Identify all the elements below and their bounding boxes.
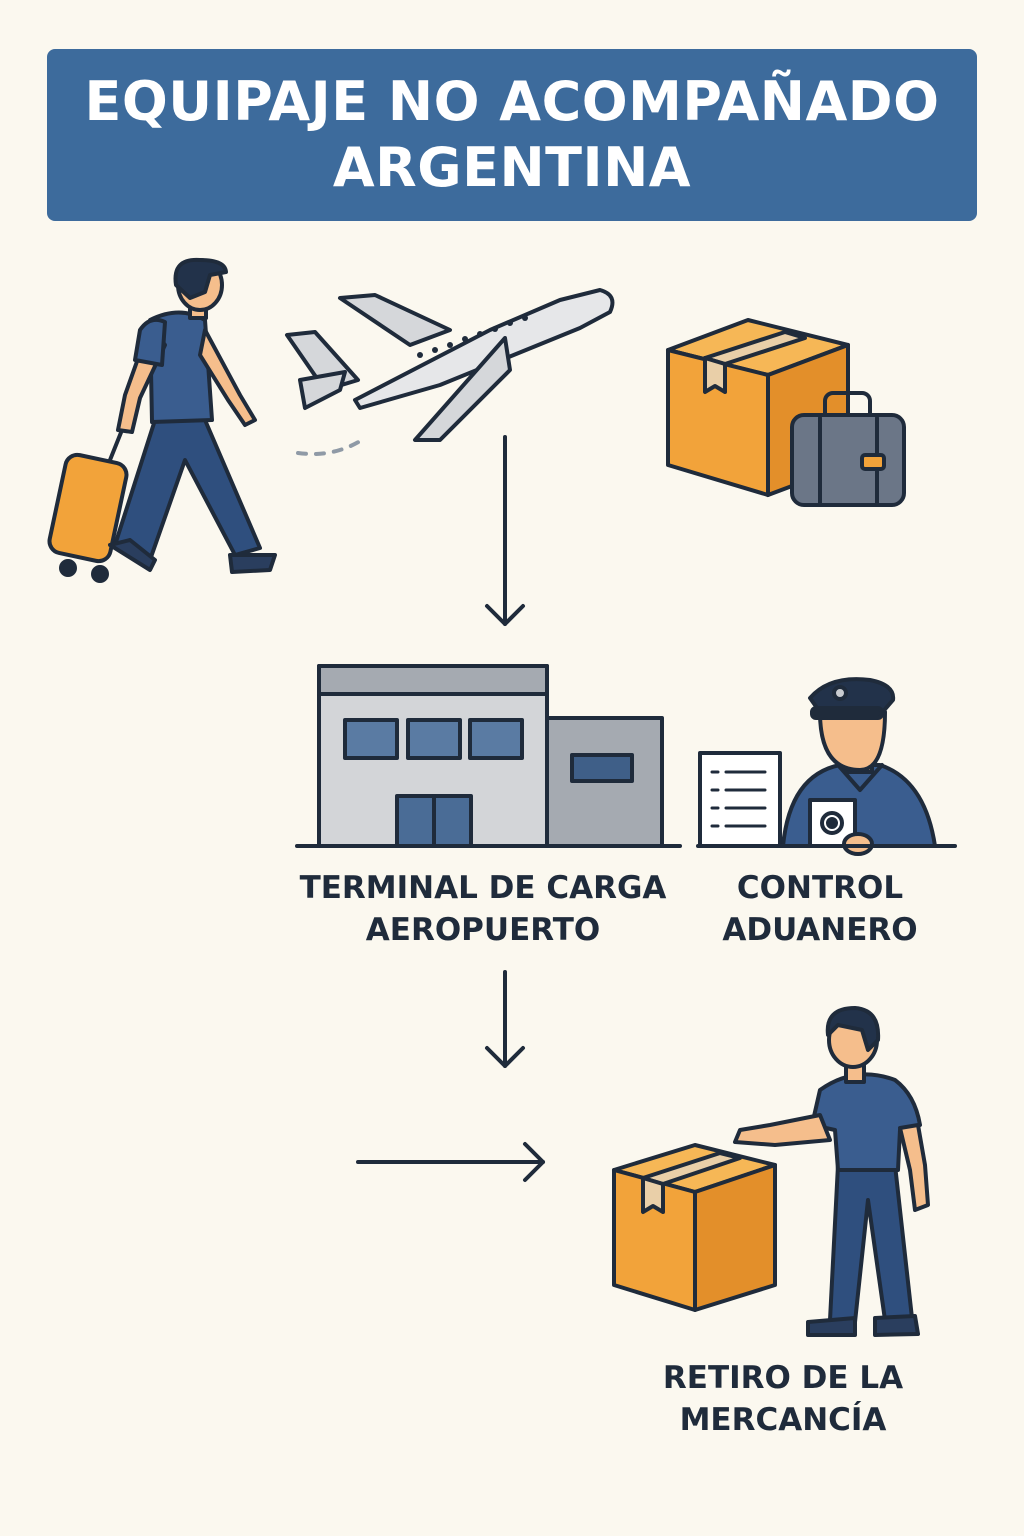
step-label-customs: CONTROL ADUANERO	[690, 867, 950, 951]
package-box-icon	[612, 1143, 777, 1312]
title-line-1: EQUIPAJE NO ACOMPAÑADO	[84, 70, 940, 133]
traveler-illustration	[47, 257, 277, 583]
step-label-customs-line-1: CONTROL	[736, 870, 904, 906]
flow-arrow-down-2	[485, 970, 525, 1068]
step-label-terminal-line-1: TERMINAL DE CARGA	[299, 870, 667, 906]
title-line-2: ARGENTINA	[332, 136, 692, 199]
step-label-pickup-line-1: RETIRO DE LA	[662, 1360, 904, 1396]
step-label-terminal-line-2: AEROPUERTO	[365, 912, 601, 948]
step-label-customs-line-2: ADUANERO	[722, 912, 918, 948]
flow-arrow-right	[356, 1142, 545, 1182]
customs-officer-icon	[696, 677, 957, 856]
title-banner: EQUIPAJE NO ACOMPAÑADO ARGENTINA	[47, 49, 977, 221]
cargo-terminal-building-icon	[295, 664, 682, 848]
step-label-terminal: TERMINAL DE CARGA AEROPUERTO	[283, 867, 683, 951]
step-label-pickup-line-2: MERCANCÍA	[679, 1402, 887, 1438]
step-label-pickup: RETIRO DE LA MERCANCÍA	[633, 1357, 933, 1441]
recipient-person-icon	[733, 1006, 930, 1337]
package-and-suitcase-icon	[666, 318, 906, 507]
flow-arrow-down-1	[485, 435, 525, 626]
airplane-icon	[285, 288, 615, 456]
